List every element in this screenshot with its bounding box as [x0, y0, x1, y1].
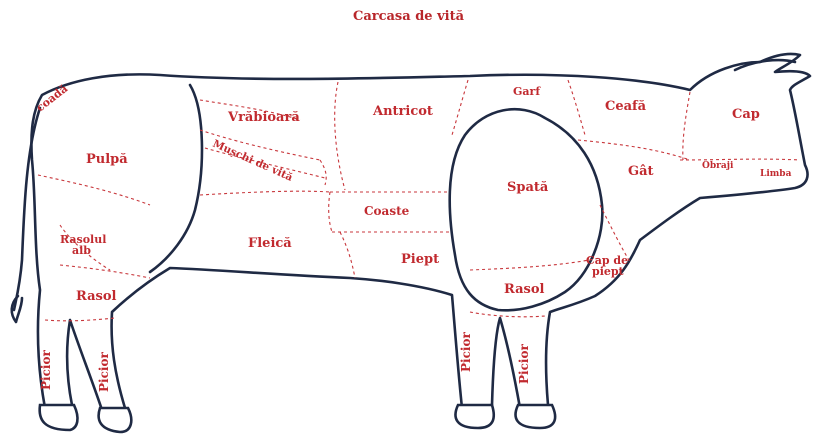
label-rasol-back: Rasol — [76, 289, 117, 304]
label-obraji: Obraji — [702, 161, 734, 171]
label-coaste: Coaste — [364, 204, 410, 218]
shoulder-contour — [450, 109, 603, 310]
label-spata: Spată — [507, 180, 549, 195]
hoof-front-left — [455, 405, 493, 428]
label-picior-1: Picior — [39, 350, 53, 390]
hind-thigh-contour — [150, 85, 202, 272]
label-piept: Piept — [401, 252, 439, 267]
hoof-back-left — [40, 405, 78, 430]
label-cap: Cap — [732, 107, 760, 122]
hoof-front-right — [516, 405, 556, 428]
label-gat: Gât — [628, 164, 654, 179]
label-rasolul-alb-line2: alb — [72, 244, 91, 257]
label-picior-2: Picior — [97, 352, 111, 392]
tail-outline — [14, 108, 40, 310]
label-fleica: Fleică — [248, 236, 292, 251]
label-pulpa: Pulpă — [86, 152, 128, 167]
label-limba: Limba — [760, 169, 792, 179]
label-garf: Garf — [513, 85, 541, 98]
label-ceafa: Ceafă — [605, 99, 647, 114]
label-rasol-front: Rasol — [504, 282, 545, 297]
hoof-back-right — [99, 408, 132, 432]
label-picior-4: Picior — [517, 344, 531, 384]
label-cap-piept-line2: piept — [592, 265, 625, 278]
label-antricot: Antricot — [372, 104, 433, 119]
label-vrabioara: Vrăbioară — [227, 110, 300, 125]
label-picior-3: Picior — [459, 332, 473, 372]
